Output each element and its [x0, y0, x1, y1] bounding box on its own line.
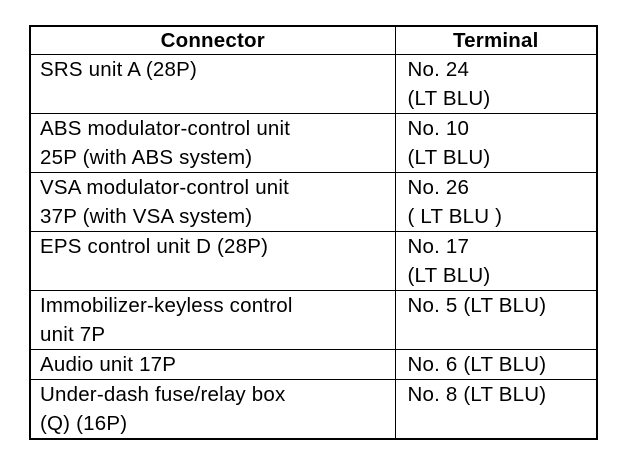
- connector-cell: ABS modulator-control unit 25P (with ABS…: [29, 113, 396, 173]
- table-row: Audio unit 17P No. 6 (LT BLU): [29, 349, 598, 380]
- terminal-cell: No. 17 (LT BLU): [394, 231, 598, 291]
- connector-text: Immobilizer-keyless control: [40, 294, 293, 317]
- table-row: EPS control unit D (28P) No. 17 (LT BLU): [29, 231, 598, 291]
- terminal-text: No. 24: [407, 58, 470, 81]
- table-row: ABS modulator-control unit 25P (with ABS…: [29, 113, 598, 173]
- table-body: SRS unit A (28P) No. 24 (LT BLU) ABS mod…: [29, 54, 598, 440]
- connector-text: EPS control unit D (28P): [40, 235, 269, 258]
- connector-text: ABS modulator-control unit: [40, 117, 291, 140]
- terminal-text: No. 5 (LT BLU): [407, 294, 547, 317]
- connector-column-header: Connector: [29, 25, 396, 55]
- terminal-text: ( LT BLU ): [407, 205, 503, 228]
- connector-text: 25P (with ABS system): [40, 146, 253, 169]
- connector-text: VSA modulator-control unit: [40, 176, 290, 199]
- terminal-cell: No. 8 (LT BLU): [394, 379, 598, 440]
- table-row: SRS unit A (28P) No. 24 (LT BLU): [29, 54, 598, 114]
- terminal-text: No. 26: [407, 176, 470, 199]
- terminal-cell: No. 26 ( LT BLU ): [394, 172, 598, 232]
- table-row: Immobilizer-keyless control unit 7P No. …: [29, 290, 598, 350]
- terminal-text: (LT BLU): [407, 264, 491, 287]
- connector-text: unit 7P: [40, 323, 106, 346]
- terminal-cell: No. 5 (LT BLU): [394, 290, 598, 350]
- terminal-text: (LT BLU): [407, 146, 491, 169]
- connector-text: Audio unit 17P: [40, 353, 177, 376]
- terminal-cell: No. 6 (LT BLU): [394, 349, 598, 380]
- connector-text: (Q) (16P): [40, 412, 128, 435]
- connector-text: 37P (with VSA system): [40, 205, 253, 228]
- connector-cell: SRS unit A (28P): [29, 54, 396, 114]
- terminal-text: No. 6 (LT BLU): [407, 353, 547, 376]
- connector-cell: Immobilizer-keyless control unit 7P: [29, 290, 396, 350]
- connector-cell: EPS control unit D (28P): [29, 231, 396, 291]
- terminal-text: No. 17: [407, 235, 470, 258]
- terminal-column-header: Terminal: [394, 25, 598, 55]
- connector-cell: Audio unit 17P: [29, 349, 396, 380]
- terminal-text: (LT BLU): [407, 87, 491, 110]
- table-row: VSA modulator-control unit 37P (with VSA…: [29, 172, 598, 232]
- table-row: Under-dash fuse/relay box (Q) (16P) No. …: [29, 379, 598, 440]
- connector-cell: VSA modulator-control unit 37P (with VSA…: [29, 172, 396, 232]
- terminal-cell: No. 24 (LT BLU): [394, 54, 598, 114]
- connector-terminal-table: Connector Terminal SRS unit A (28P) No. …: [29, 25, 598, 440]
- table-header: Connector Terminal: [29, 25, 598, 55]
- terminal-text: No. 10: [407, 117, 470, 140]
- connector-text: SRS unit A (28P): [40, 58, 198, 81]
- connector-cell: Under-dash fuse/relay box (Q) (16P): [29, 379, 396, 440]
- terminal-text: No. 8 (LT BLU): [407, 383, 547, 406]
- terminal-cell: No. 10 (LT BLU): [394, 113, 598, 173]
- connector-text: Under-dash fuse/relay box: [40, 383, 286, 406]
- header-row: Connector Terminal: [29, 25, 598, 55]
